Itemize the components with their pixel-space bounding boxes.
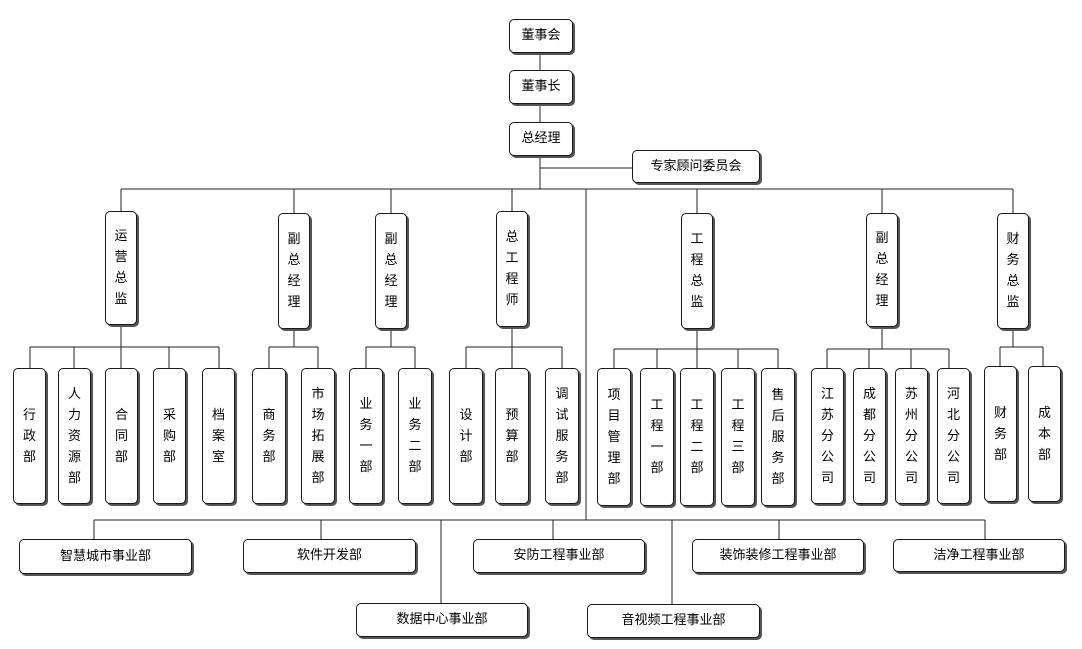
eng-director-node: 工程总监 xyxy=(681,213,713,329)
general-manager-label: 总经理 xyxy=(521,131,561,147)
vice-gm-2-node: 副总经理 xyxy=(375,213,407,329)
eng-1-dept-node: 工程一部 xyxy=(640,368,674,506)
av-division-node: 音视频工程事业部 xyxy=(587,604,760,638)
hebei-branch-node: 河北分公司 xyxy=(937,368,970,504)
budget-dept-node: 预算部 xyxy=(495,368,529,504)
decoration-division-node: 装饰装修工程事业部 xyxy=(692,539,864,573)
aftersales-dept-label: 售后服务部 xyxy=(771,387,785,487)
finance-dept-node: 财务部 xyxy=(984,366,1017,502)
admin-dept-label: 行政部 xyxy=(22,407,36,465)
jiangsu-branch-label: 江苏分公司 xyxy=(820,386,834,486)
business-2-dept-node: 业务二部 xyxy=(398,368,432,504)
project-mgmt-dept-label: 项目管理部 xyxy=(607,387,621,487)
vice-gm-1-label: 副总经理 xyxy=(287,232,301,310)
ops-director-node: 运营总监 xyxy=(105,211,137,325)
cleaning-division-node: 洁净工程事业部 xyxy=(893,539,1065,572)
finance-dept-label: 财务部 xyxy=(993,405,1007,463)
chief-engineer-node: 总工程师 xyxy=(496,211,528,327)
general-manager-node: 总经理 xyxy=(509,122,573,156)
purchase-dept-node: 采购部 xyxy=(153,368,186,504)
business-dept-node: 商务部 xyxy=(252,368,286,504)
chief-engineer-label: 总工程师 xyxy=(505,230,519,308)
suzhou-branch-node: 苏州分公司 xyxy=(895,368,928,504)
design-dept-label: 设计部 xyxy=(459,407,473,465)
security-division-node: 安防工程事业部 xyxy=(473,539,645,573)
archive-room-node: 档案室 xyxy=(202,368,235,504)
purchase-dept-label: 采购部 xyxy=(162,407,176,465)
board-node: 董事会 xyxy=(509,19,573,53)
vice-gm-3-node: 副总经理 xyxy=(866,213,898,327)
decoration-division-label: 装饰装修工程事业部 xyxy=(719,548,837,564)
hebei-branch-label: 河北分公司 xyxy=(946,386,960,486)
eng-director-label: 工程总监 xyxy=(690,232,704,310)
cfo-node: 财务总监 xyxy=(997,213,1029,329)
software-dev-label: 软件开发部 xyxy=(296,548,362,564)
eng-2-dept-node: 工程二部 xyxy=(680,368,714,506)
expert-committee-node: 专家顾问委员会 xyxy=(632,150,760,183)
software-dev-node: 软件开发部 xyxy=(243,539,416,573)
av-division-label: 音视频工程事业部 xyxy=(621,613,726,629)
contract-dept-node: 合同部 xyxy=(105,368,138,504)
hr-dept-node: 人力资源部 xyxy=(58,368,91,504)
chairman-node: 董事长 xyxy=(509,70,573,104)
chengdu-branch-label: 成都分公司 xyxy=(862,386,876,486)
design-dept-node: 设计部 xyxy=(449,368,483,504)
datacenter-division-node: 数据中心事业部 xyxy=(356,603,528,637)
cost-dept-label: 成本部 xyxy=(1037,405,1051,463)
smart-city-division-node: 智慧城市事业部 xyxy=(19,539,192,574)
jiangsu-branch-node: 江苏分公司 xyxy=(811,368,844,504)
debug-service-dept-label: 调试服务部 xyxy=(555,386,569,486)
vice-gm-2-label: 副总经理 xyxy=(384,232,398,310)
security-division-label: 安防工程事业部 xyxy=(513,548,605,564)
vice-gm-3-label: 副总经理 xyxy=(875,231,889,309)
hr-dept-label: 人力资源部 xyxy=(67,386,81,486)
project-mgmt-dept-node: 项目管理部 xyxy=(597,368,631,506)
eng-3-dept-label: 工程三部 xyxy=(731,398,745,476)
suzhou-branch-label: 苏州分公司 xyxy=(904,386,918,486)
eng-1-dept-label: 工程一部 xyxy=(650,398,664,476)
cfo-label: 财务总监 xyxy=(1006,232,1020,310)
business-1-dept-label: 业务一部 xyxy=(359,397,373,475)
business-1-dept-node: 业务一部 xyxy=(349,368,383,504)
archive-room-label: 档案室 xyxy=(211,407,225,465)
datacenter-division-label: 数据中心事业部 xyxy=(396,612,488,628)
eng-2-dept-label: 工程二部 xyxy=(690,398,704,476)
business-2-dept-label: 业务二部 xyxy=(408,397,422,475)
contract-dept-label: 合同部 xyxy=(114,407,128,465)
board-label: 董事会 xyxy=(521,28,561,44)
market-dept-node: 市场拓展部 xyxy=(301,368,335,504)
market-dept-label: 市场拓展部 xyxy=(311,386,325,486)
expert-committee-label: 专家顾问委员会 xyxy=(650,158,742,174)
debug-service-dept-node: 调试服务部 xyxy=(545,368,579,504)
smart-city-division-label: 智慧城市事业部 xyxy=(59,548,151,564)
vice-gm-1-node: 副总经理 xyxy=(278,213,310,329)
aftersales-dept-node: 售后服务部 xyxy=(761,368,795,506)
eng-3-dept-node: 工程三部 xyxy=(721,368,755,506)
admin-dept-node: 行政部 xyxy=(13,368,46,504)
chairman-label: 董事长 xyxy=(521,79,561,95)
chengdu-branch-node: 成都分公司 xyxy=(853,368,886,504)
budget-dept-label: 预算部 xyxy=(505,407,519,465)
cleaning-division-label: 洁净工程事业部 xyxy=(933,547,1025,563)
business-dept-label: 商务部 xyxy=(262,407,276,465)
cost-dept-node: 成本部 xyxy=(1028,366,1061,502)
ops-director-label: 运营总监 xyxy=(114,229,128,307)
